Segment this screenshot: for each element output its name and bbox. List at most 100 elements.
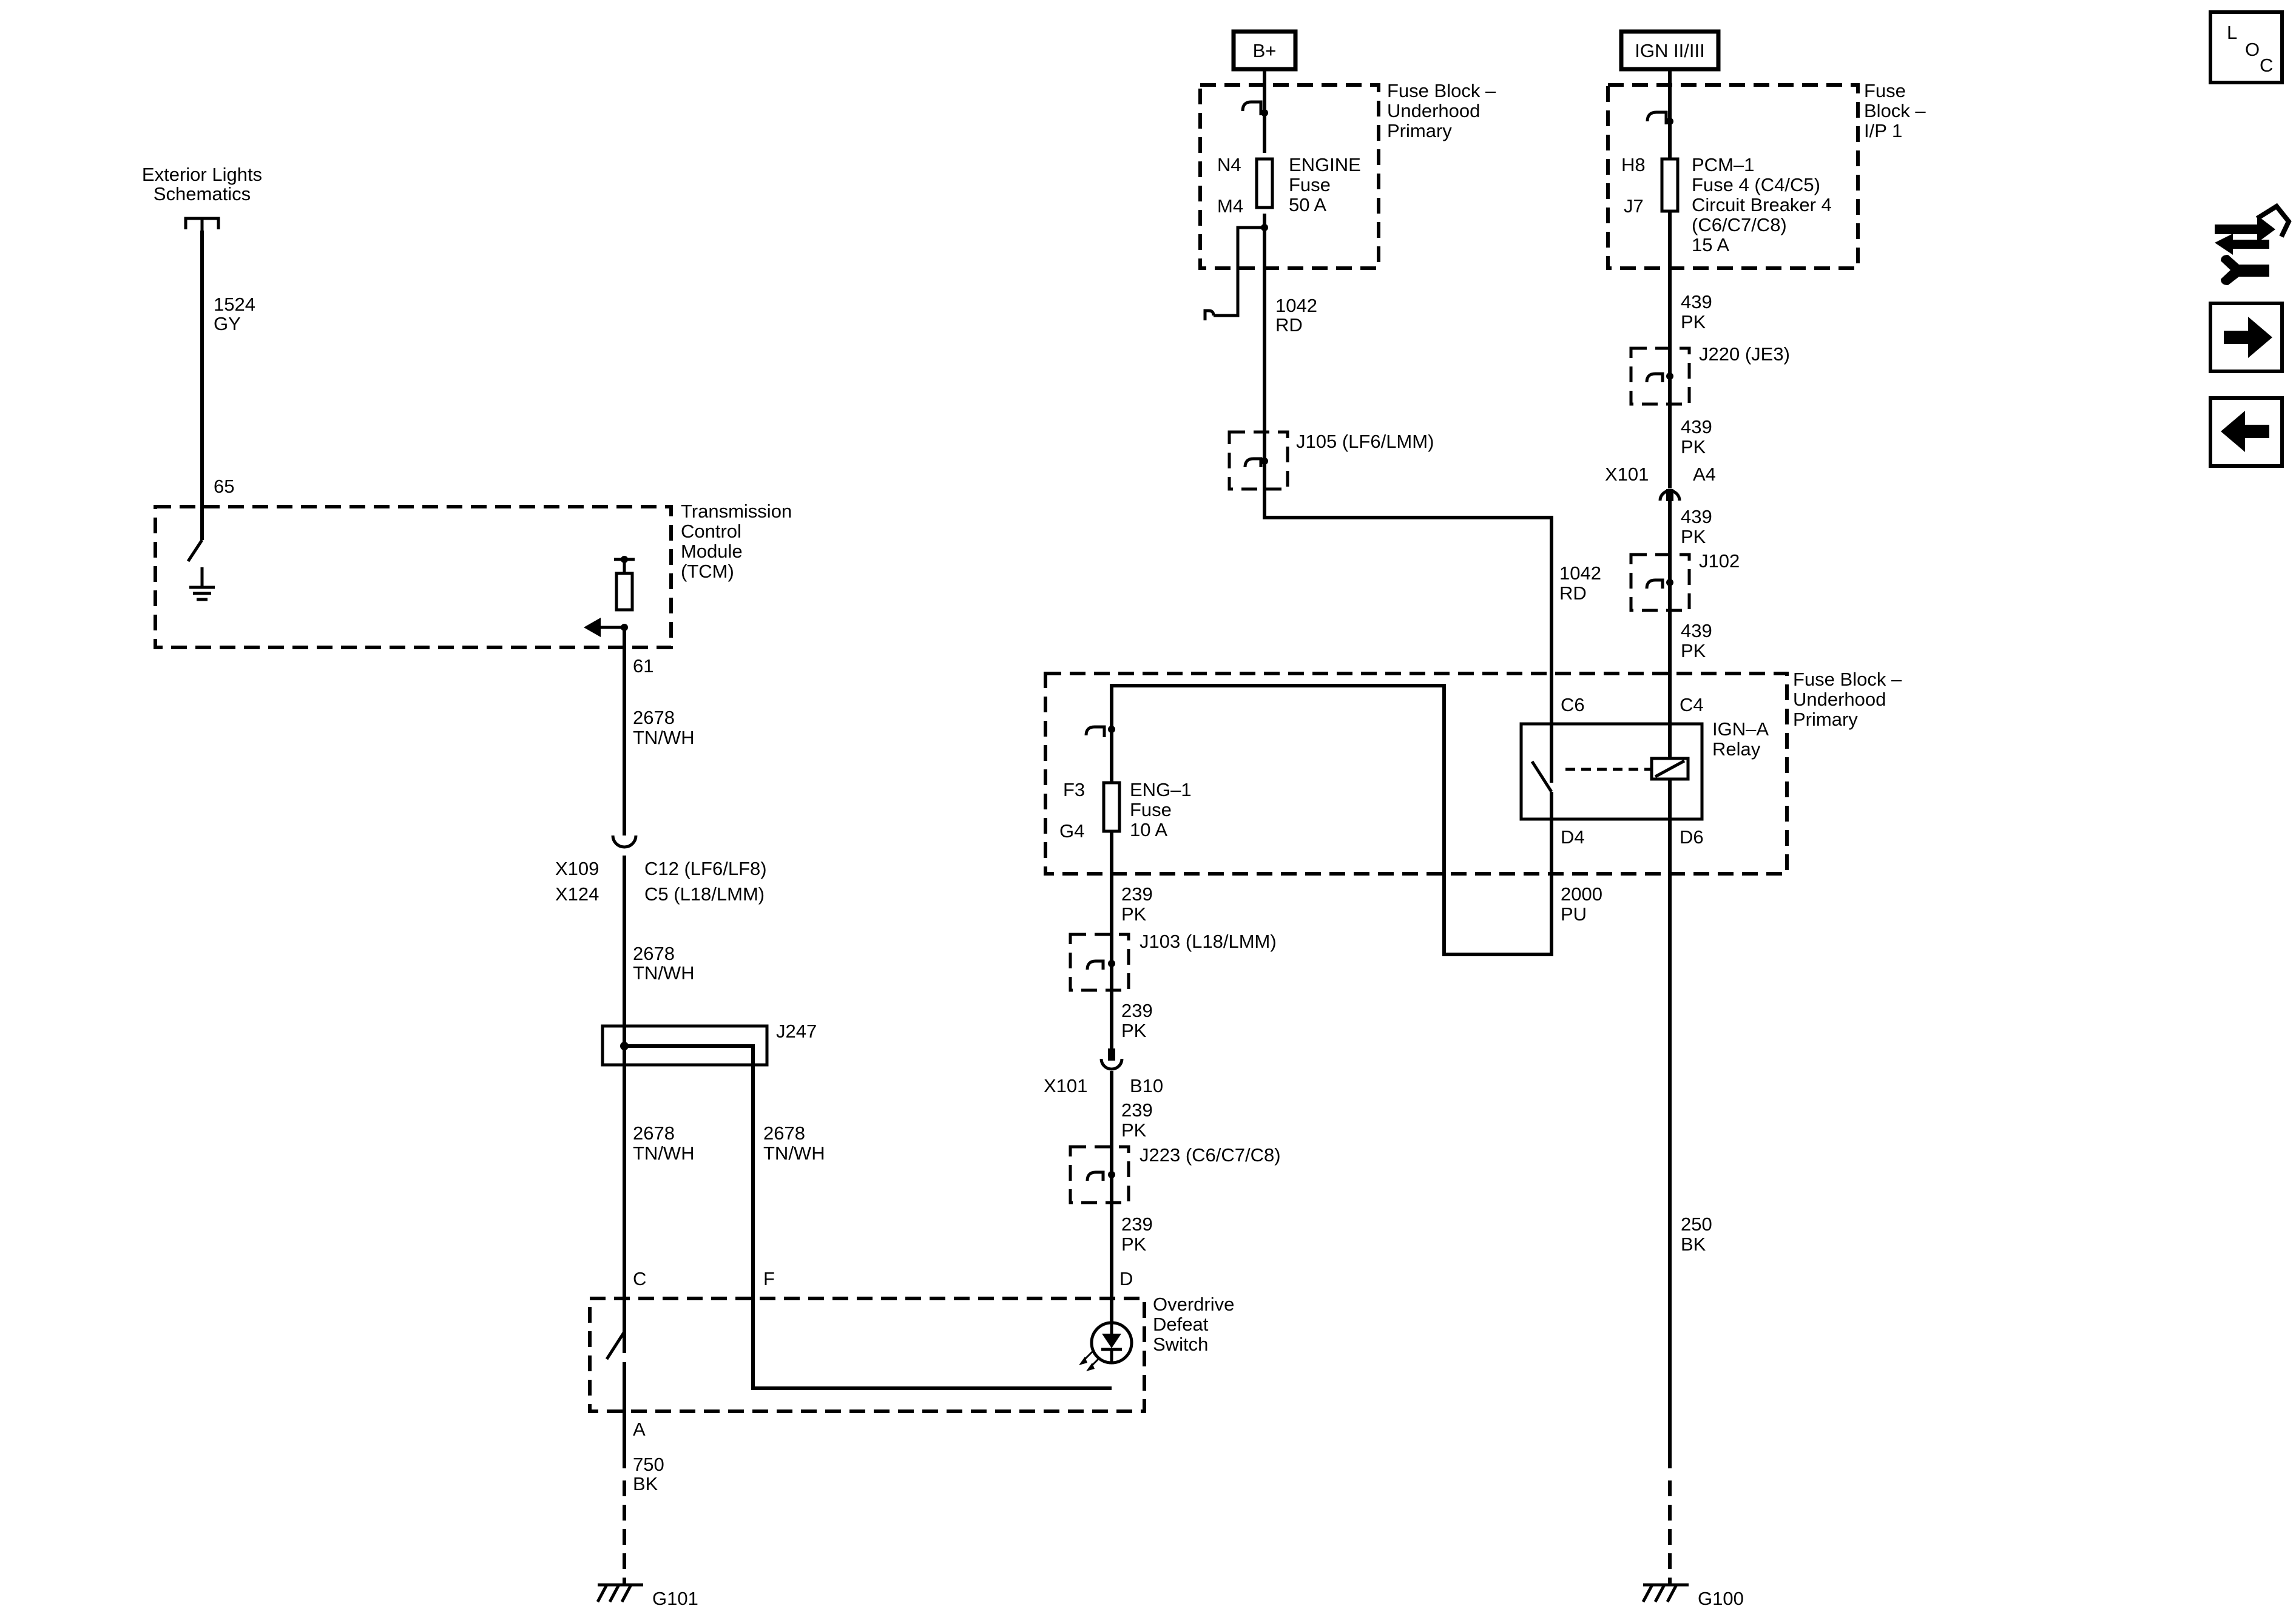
engine-fuse-l2: Fuse: [1289, 174, 1331, 195]
splice-j102: [1629, 553, 1691, 612]
circuit-2678-num-2: 2678: [633, 943, 675, 964]
relay-label-2: Relay: [1712, 738, 1761, 760]
wire-2000: [1110, 684, 1553, 956]
relay-pin-d4: D4: [1561, 826, 1585, 848]
x101-a4-name: X101: [1605, 464, 1649, 485]
next-page-arrow-icon[interactable]: [2209, 302, 2284, 373]
tcm-pin-61: 61: [633, 655, 653, 677]
fbuh-top-1: Fuse Block –: [1387, 80, 1496, 101]
splice-j220: [1629, 346, 1691, 406]
tcm-label-4: (TCM): [681, 561, 734, 582]
ign-source: IGN II/III: [1619, 29, 1721, 72]
j247-label: J247: [776, 1021, 817, 1042]
circuit-239-num-2: 239: [1121, 1000, 1153, 1021]
circuit-2678-num-3: 2678: [633, 1122, 675, 1144]
fbuh-top-2: Underhood: [1387, 100, 1480, 121]
circuit-239-color-3: PK: [1121, 1119, 1147, 1141]
engine-fuse-m4: M4: [1217, 195, 1243, 217]
fbuh-bottom-1: Fuse Block –: [1793, 669, 1902, 690]
engine-fuse-l3: 50 A: [1289, 194, 1326, 215]
fbuh-bottom-2: Underhood: [1793, 689, 1886, 710]
x109-pin: C12 (LF6/LF8): [644, 858, 767, 879]
bplus-label: B+: [1253, 40, 1277, 61]
exterior-lights-reference[interactable]: [184, 217, 220, 231]
relay-pin-c6: C6: [1561, 694, 1585, 715]
connector-x101-a4: [1658, 489, 1681, 501]
circuit-239-color-1: PK: [1121, 903, 1147, 925]
ground-g100-label: G100: [1698, 1588, 1744, 1609]
j220-label: J220 (JE3): [1699, 343, 1790, 365]
connector-x109-x124: [611, 825, 638, 849]
ground-g100: [1641, 1583, 1689, 1603]
circuit-1042-num-1: 1042: [1275, 295, 1317, 316]
fbuh-top-3: Primary: [1387, 120, 1452, 141]
ground-g101: [596, 1583, 643, 1603]
circuit-1042-color-1: RD: [1275, 314, 1303, 336]
tcm-label-1: Transmission: [681, 501, 792, 522]
relay-pin-c4: C4: [1680, 694, 1704, 715]
fuse-block-underhood-bottom-box: [1044, 672, 1789, 876]
ign-label: IGN II/III: [1635, 40, 1704, 61]
circuit-439-num-1: 439: [1681, 291, 1712, 312]
ods-label-1: Overdrive: [1153, 1294, 1234, 1315]
pinout-tool-icon[interactable]: [2215, 203, 2292, 285]
fuse-block-underhood-top-box: [1198, 83, 1380, 270]
circuit-239-num-4: 239: [1121, 1214, 1153, 1235]
circuit-439-color-4: PK: [1681, 640, 1706, 661]
splice-j103: [1069, 933, 1130, 992]
ext-lights-line2[interactable]: Schematics: [154, 183, 251, 204]
circuit-1524-num: 1524: [214, 294, 255, 315]
tcm-box: [154, 505, 673, 649]
fuse-block-ip-box: [1606, 83, 1860, 270]
x101-b10-pin: B10: [1130, 1075, 1163, 1096]
circuit-1524-color: GY: [214, 313, 241, 334]
ods-label-3: Switch: [1153, 1334, 1208, 1355]
circuit-239-num-1: 239: [1121, 883, 1153, 905]
pcm-l3: Circuit Breaker 4: [1692, 194, 1832, 215]
eng1-l1: ENG–1: [1130, 779, 1192, 800]
circuit-439-num-3: 439: [1681, 506, 1712, 527]
circuit-2000-color: PU: [1561, 903, 1587, 925]
x124-pin: C5 (L18/LMM): [644, 883, 765, 905]
x109-name: X109: [555, 858, 599, 879]
j223-label: J223 (C6/C7/C8): [1140, 1144, 1281, 1166]
tcm-label-2: Control: [681, 521, 741, 542]
fbip-3: I/P 1: [1864, 120, 1902, 141]
pcm-h8: H8: [1621, 154, 1646, 175]
engine-fuse: [1203, 100, 1274, 320]
circuit-250-color: BK: [1681, 1234, 1706, 1255]
tcm-label-3: Module: [681, 541, 743, 562]
circuit-750-num: 750: [633, 1454, 664, 1475]
wire-1042: [1263, 214, 1553, 783]
circuit-2678-num-4: 2678: [763, 1122, 805, 1144]
circuit-239-color-2: PK: [1121, 1020, 1147, 1041]
circuit-2678-color-3: TN/WH: [633, 1143, 695, 1164]
splice-j105: [1227, 430, 1289, 491]
j105-label: J105 (LF6/LMM): [1296, 431, 1434, 452]
j103-label: J103 (L18/LMM): [1140, 931, 1277, 952]
pcm-j7: J7: [1624, 195, 1644, 217]
x101-b10-name: X101: [1044, 1075, 1087, 1096]
pcm-fuse: [1646, 110, 1680, 213]
circuit-750-color: BK: [633, 1473, 658, 1494]
loc-icon[interactable]: L O C: [2209, 10, 2284, 84]
pcm-l5: 15 A: [1692, 234, 1729, 255]
relay-label-1: IGN–A: [1712, 718, 1769, 740]
loc-letter-l: L: [2227, 22, 2237, 43]
circuit-239-color-4: PK: [1121, 1234, 1147, 1255]
ods-pin-f: F: [763, 1268, 775, 1289]
pcm-l1: PCM–1: [1692, 154, 1754, 175]
wire-2678-c: [624, 1044, 1112, 1390]
circuit-2678-color-1: TN/WH: [633, 727, 695, 748]
pcm-l2: Fuse 4 (C4/C5): [1692, 174, 1820, 195]
eng1-f3: F3: [1063, 779, 1085, 800]
overdrive-switch-internals: [605, 1321, 1133, 1371]
previous-page-arrow-icon[interactable]: [2209, 396, 2284, 468]
ext-lights-line1[interactable]: Exterior Lights: [142, 164, 262, 185]
connector-x101-b10: [1099, 1048, 1124, 1071]
loc-letter-c: C: [2260, 55, 2273, 76]
fbuh-bottom-3: Primary: [1793, 709, 1858, 730]
ods-pin-c: C: [633, 1268, 646, 1289]
eng1-l3: 10 A: [1130, 819, 1167, 840]
